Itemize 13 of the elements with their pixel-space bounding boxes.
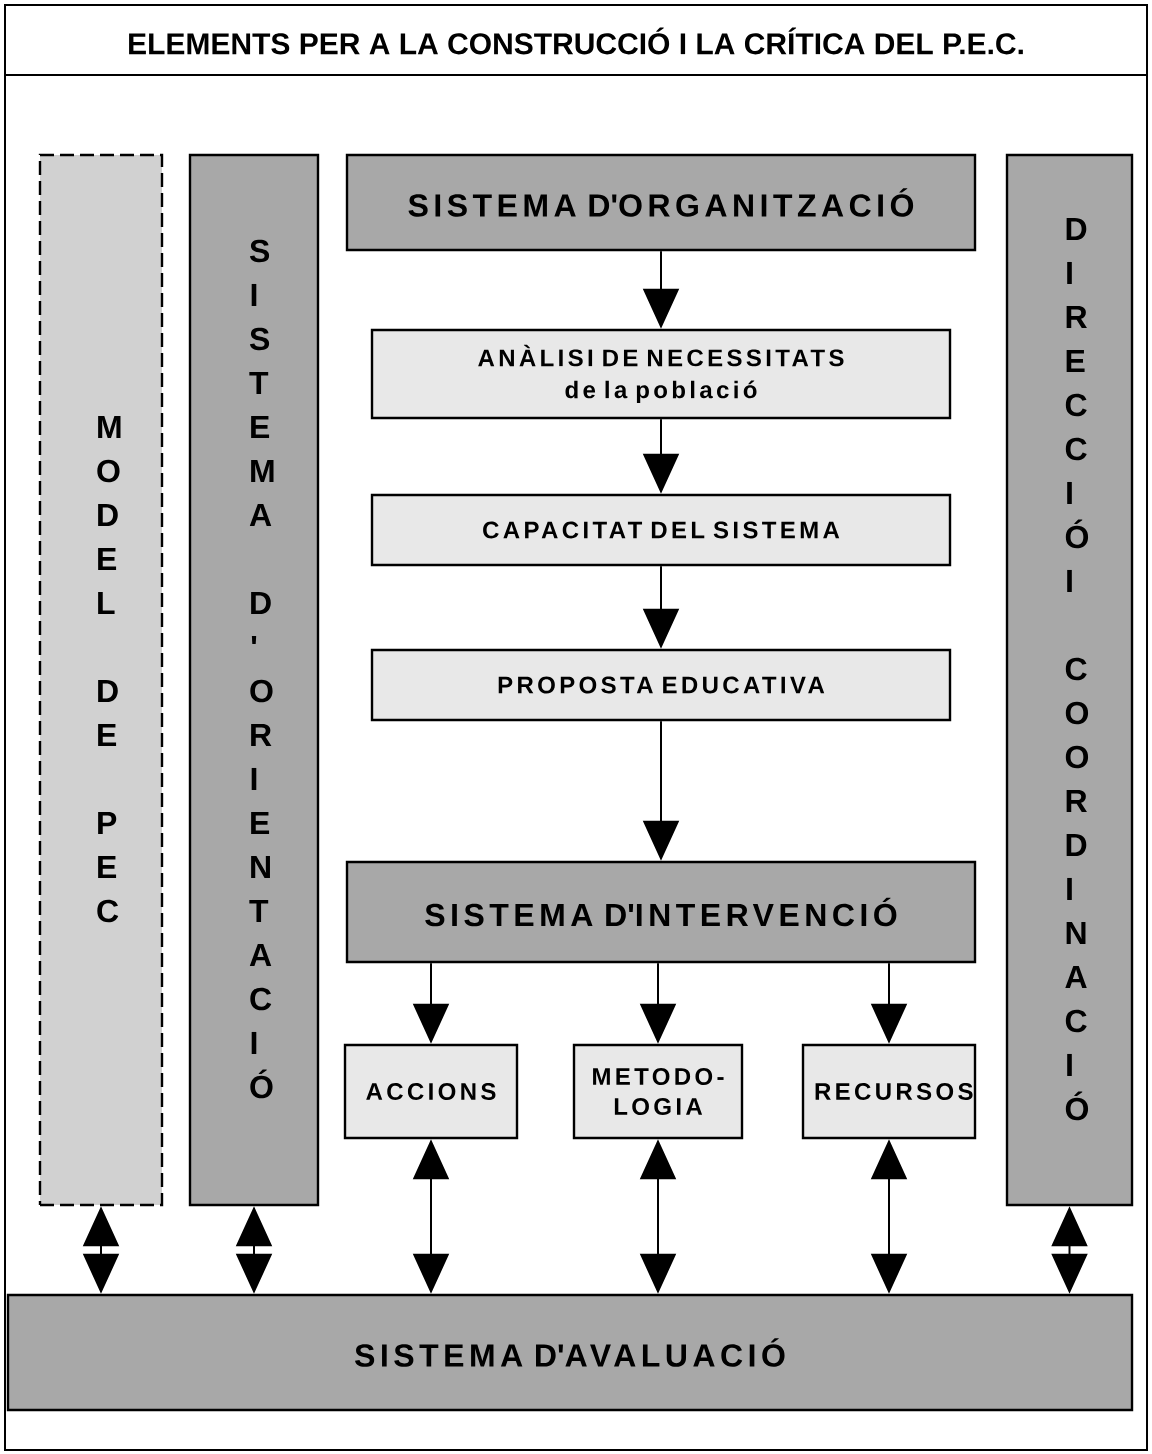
process-box: CAPACITAT DEL SISTEMA [370,493,952,567]
title: ELEMENTS PER A LA CONSTRUCCIÓ I LA CRÍTICA DEL P.E.C. [129,27,1023,55]
column-box: SISTEMA D'ORIENTACIÓ [188,153,320,1207]
process-box: RECURSOS [801,1043,977,1140]
process-box: METODO- LOGIA [572,1043,744,1140]
system-box: SISTEMA D'ORGANITZACIÓ [345,153,977,252]
column-box: DIRECCIÓ I COORDINACIÓ [1005,153,1134,1207]
process-box: PROPOSTA EDUCATIVA [370,648,952,722]
process-box: ACCIONS [343,1043,519,1140]
system-box: SISTEMA D'AVALUACIÓ [6,1293,1134,1412]
system-box: SISTEMA D'INTERVENCIÓ [345,860,977,964]
process-box: ANÀLISI DE NECESSITATS de la població [370,328,952,420]
column-box: MODEL DE PEC [38,153,164,1207]
